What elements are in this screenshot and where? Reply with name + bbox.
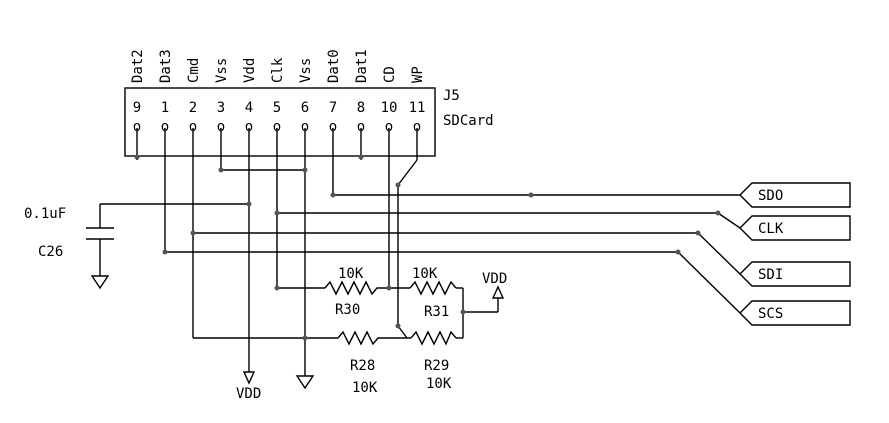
pin-number-label: 6: [301, 100, 309, 116]
vdd-arrow-icon: [491, 285, 505, 299]
pin-number-labels: 9 1 2 3 4 5 6 7 8 10 11: [133, 100, 426, 116]
r31-value: 10K: [412, 266, 438, 282]
resistor-r31: 10K R31: [409, 266, 457, 320]
pin-number-label: 9: [133, 100, 141, 116]
c26-ref: C26: [38, 244, 63, 260]
pin-signal-label: Dat3: [158, 49, 174, 83]
wires: [99, 159, 741, 341]
resistor-r30: 10K R30: [324, 266, 380, 318]
port-sdo: SDO: [739, 182, 851, 208]
pin-glyph: o: [329, 119, 337, 135]
port-clk: CLK: [739, 215, 851, 241]
port-scs-label: SCS: [758, 306, 783, 322]
pin-number-label: 2: [189, 100, 197, 116]
resistor-r29: R29 10K: [410, 330, 457, 392]
connector-ref: J5: [443, 88, 460, 104]
pin-glyph: o: [385, 119, 393, 135]
c26-value: 0.1uF: [24, 206, 66, 222]
pin-number-label: 7: [329, 100, 337, 116]
pin-signal-label: Dat1: [354, 49, 370, 83]
pin-signal-label: CD: [382, 66, 398, 83]
r31-ref: R31: [424, 304, 449, 320]
port-scs: SCS: [739, 300, 851, 326]
pin-signal-label: WP: [410, 66, 426, 83]
vdd-arrow-icon: [242, 371, 256, 385]
vdd-right: VDD: [482, 271, 507, 299]
r28-value: 10K: [352, 380, 378, 396]
pin-glyph: o: [217, 119, 225, 135]
pin-signal-label: Dat0: [326, 49, 342, 83]
connector-body: [124, 87, 436, 157]
pin-glyph: o: [273, 119, 281, 135]
port-sdo-label: SDO: [758, 188, 783, 204]
pin-number-label: 4: [245, 100, 253, 116]
ground-icon: [295, 375, 315, 390]
vdd-bottom-label: VDD: [236, 386, 261, 402]
vdd-right-label: VDD: [482, 271, 507, 287]
pin-glyph: o: [245, 119, 253, 135]
r29-ref: R29: [424, 358, 449, 374]
r30-value: 10K: [338, 266, 364, 282]
pin-glyph: o: [413, 119, 421, 135]
pin-glyph: o: [161, 119, 169, 135]
pin-signal-label: Vss: [214, 58, 230, 83]
capacitor-c26: 0.1uF C26: [24, 206, 114, 276]
pin-glyph: o: [301, 119, 309, 135]
pin-glyph: o: [189, 119, 197, 135]
port-sdi: SDI: [739, 261, 851, 287]
pin-number-label: 3: [217, 100, 225, 116]
pin-signal-label: Cmd: [186, 58, 202, 83]
port-sdi-label: SDI: [758, 267, 783, 283]
pin-signal-label: Clk: [270, 57, 286, 83]
r28-ref: R28: [350, 358, 375, 374]
ground-icon: [90, 275, 110, 290]
vdd-bottom: VDD: [236, 371, 261, 402]
pin-number-label: 8: [357, 100, 365, 116]
pin-signal-label: Vdd: [242, 58, 258, 83]
pin-signal-label: Dat2: [130, 49, 146, 83]
connector-part: SDCard: [443, 113, 494, 129]
resistor-r28: R28 10K: [337, 330, 381, 396]
pin-number-label: 11: [409, 100, 426, 116]
pin-signal-label: Vss: [298, 58, 314, 83]
pin-number-label: 5: [273, 100, 281, 116]
pin-number-label: 10: [381, 100, 398, 116]
ground-symbols: [90, 275, 315, 390]
pin-number-label: 1: [161, 100, 169, 116]
pin-glyph: o: [357, 119, 365, 135]
pin-glyph: o: [133, 119, 141, 135]
r29-value: 10K: [426, 376, 452, 392]
port-clk-label: CLK: [758, 221, 784, 237]
r30-ref: R30: [335, 302, 360, 318]
